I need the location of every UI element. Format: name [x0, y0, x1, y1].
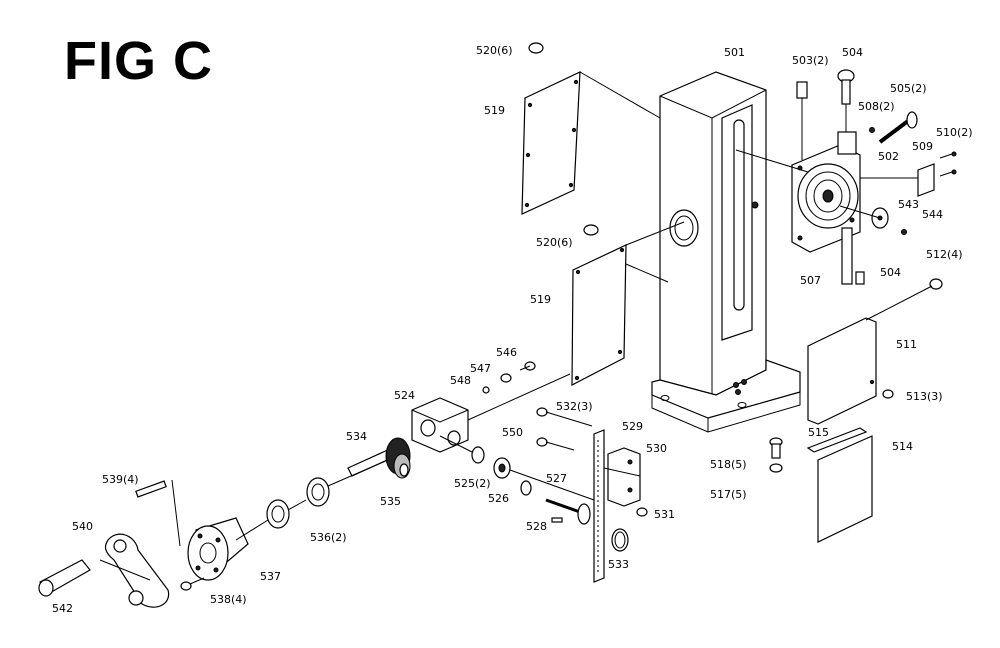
- screw-544: [901, 229, 907, 235]
- label-505: 505(2): [890, 82, 927, 95]
- spacer-536-b: [266, 499, 290, 529]
- label-543: 543: [898, 198, 919, 211]
- side-cover-511: [807, 317, 877, 425]
- spacer-536-a: [306, 477, 330, 507]
- bolt-518: [769, 437, 783, 459]
- label-517: 517(5): [710, 488, 747, 501]
- label-513: 513(3): [906, 390, 943, 403]
- label-519-top: 519: [484, 104, 505, 117]
- rack-529: [593, 429, 605, 583]
- label-547: 547: [470, 362, 491, 375]
- leader-lines: [99, 71, 933, 581]
- label-550: 550: [502, 426, 523, 439]
- gear-535: [385, 437, 411, 479]
- handle-542: [38, 559, 91, 597]
- screw-512: [929, 278, 943, 290]
- bolt-550: [536, 437, 575, 451]
- label-504-bottom: 504: [880, 266, 901, 279]
- label-518: 518(5): [710, 458, 747, 471]
- label-532: 532(3): [556, 400, 593, 413]
- column-body: [651, 71, 801, 433]
- bolt-532: [536, 407, 593, 427]
- bracket-509: [917, 163, 935, 197]
- label-502: 502: [878, 150, 899, 163]
- pin-546: [519, 361, 536, 371]
- label-540: 540: [72, 520, 93, 533]
- rod-507: [841, 227, 865, 285]
- lever-505: [878, 111, 918, 144]
- label-537: 537: [260, 570, 281, 583]
- label-544: 544: [922, 208, 943, 221]
- label-524: 524: [394, 389, 415, 402]
- label-519-lower: 519: [530, 293, 551, 306]
- label-526: 526: [488, 492, 509, 505]
- label-531: 531: [654, 508, 675, 521]
- label-503: 503(2): [792, 54, 829, 67]
- label-527: 527: [546, 472, 567, 485]
- label-529: 529: [622, 420, 643, 433]
- cover-plate-514: [817, 435, 873, 543]
- gasket-515: [806, 427, 868, 453]
- screw-520-top: [528, 42, 544, 54]
- screws-510: [939, 151, 957, 177]
- label-535: 535: [380, 495, 401, 508]
- label-510: 510(2): [936, 126, 973, 139]
- label-520-lower: 520(6): [536, 236, 573, 249]
- washer-526: [520, 480, 532, 496]
- screw-539: [135, 480, 167, 498]
- label-539: 539(4): [102, 473, 139, 486]
- label-514: 514: [892, 440, 913, 453]
- bolt-504-top: [837, 69, 855, 132]
- housing-524: [411, 397, 469, 453]
- washer-517: [769, 463, 783, 473]
- label-507: 507: [800, 274, 821, 287]
- ring-533: [611, 528, 629, 552]
- label-508: 508(2): [858, 100, 895, 113]
- ball-548: [482, 386, 490, 394]
- pinion-shaft-527: [545, 498, 591, 525]
- label-504-top: 504: [842, 46, 863, 59]
- label-546: 546: [496, 346, 517, 359]
- cover-plate-519-lower: [571, 244, 627, 386]
- label-520-top: 520(6): [476, 44, 513, 57]
- figure-title: FIG C: [64, 31, 213, 91]
- screw-520-lower: [583, 224, 599, 236]
- bracket-530: [607, 447, 641, 507]
- screw-538: [180, 577, 205, 591]
- head-plate: [791, 131, 861, 253]
- bearing-525: [471, 446, 511, 479]
- pin-508: [869, 127, 875, 133]
- key-528: [551, 517, 563, 523]
- screw-531: [636, 507, 648, 517]
- label-525: 525(2): [454, 477, 491, 490]
- cover-plate-519-top: [521, 71, 581, 215]
- label-509: 509: [912, 140, 933, 153]
- label-533: 533: [608, 558, 629, 571]
- nut-547: [500, 373, 512, 383]
- label-536: 536(2): [310, 531, 347, 544]
- screw-503: [796, 81, 808, 160]
- screw-513: [882, 389, 894, 399]
- label-542: 542: [52, 602, 73, 615]
- label-538: 538(4): [210, 593, 247, 606]
- label-530: 530: [646, 442, 667, 455]
- label-528: 528: [526, 520, 547, 533]
- hub-537: [187, 517, 249, 581]
- label-512: 512(4): [926, 248, 963, 261]
- label-534: 534: [346, 430, 367, 443]
- label-501: 501: [724, 46, 745, 59]
- label-511: 511: [896, 338, 917, 351]
- label-548: 548: [450, 374, 471, 387]
- crank-arm-540: [104, 533, 170, 608]
- part-labels: 501 502 503(2) 504 504 505(2) 507 508(2)…: [52, 44, 973, 615]
- label-515: 515: [808, 426, 829, 439]
